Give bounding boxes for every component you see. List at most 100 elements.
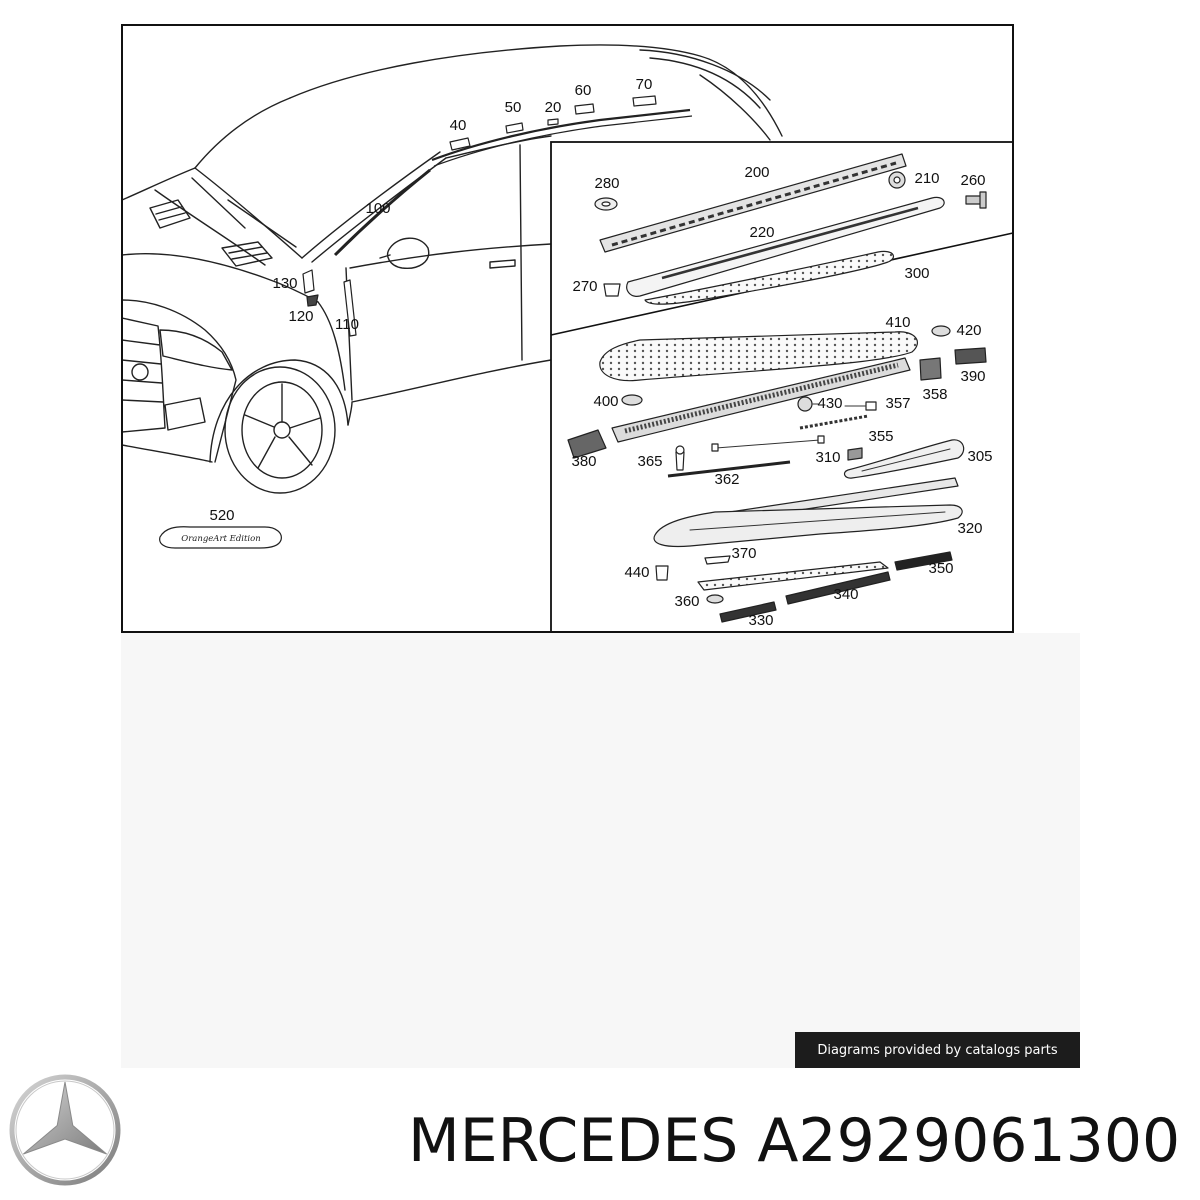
part-358 — [919, 357, 942, 381]
callout-label: 355 — [868, 428, 893, 445]
callout-label: 358 — [922, 386, 947, 403]
part-380 — [567, 429, 607, 459]
car-hood-front-contour — [122, 253, 319, 303]
part-440 — [655, 565, 669, 581]
part-20 — [547, 118, 559, 126]
car-wheel-spokes — [244, 383, 321, 469]
car-fog-lamp — [164, 397, 206, 431]
part-320-stripe — [689, 511, 946, 531]
part-305 — [843, 439, 965, 479]
car-hood-edge — [122, 167, 196, 201]
callout-label: 300 — [904, 265, 929, 282]
callout-label: 260 — [960, 172, 985, 189]
car-rear-window-line — [699, 74, 771, 141]
part-310 — [847, 447, 863, 461]
part-430 — [797, 396, 813, 412]
part-420 — [931, 325, 951, 337]
callout-label: 120 — [288, 308, 313, 325]
car-side-mirror — [379, 237, 430, 269]
callout-label: 365 — [637, 453, 662, 470]
part-number: A2929061300 — [757, 1106, 1181, 1176]
car-roof-line — [289, 44, 783, 137]
part-step-pad — [697, 561, 889, 591]
car-wipers — [191, 177, 297, 248]
callout-label: 440 — [624, 564, 649, 581]
part-60 — [574, 103, 595, 115]
callout-label: 100 — [365, 200, 390, 217]
part-340 — [785, 571, 891, 605]
part-330 — [719, 601, 777, 623]
callout-label: 310 — [815, 449, 840, 466]
emblem-lettering: OrangeArt Edition — [181, 534, 260, 544]
callout-label: 305 — [967, 448, 992, 465]
callout-label: 210 — [914, 170, 939, 187]
callout-label: 50 — [505, 99, 522, 116]
callout-label: 360 — [674, 593, 699, 610]
part-120 — [306, 294, 319, 307]
car-b-pillar — [519, 144, 523, 361]
part-320 — [653, 504, 963, 548]
part-mounting-rail-teeth — [624, 362, 899, 434]
car-front-emblem — [131, 363, 149, 381]
callout-label: 350 — [928, 560, 953, 577]
car-wheel-arch — [209, 359, 349, 463]
part-400 — [621, 394, 643, 406]
part-365-head — [675, 445, 685, 455]
callout-label: 40 — [450, 117, 467, 134]
callout-label: 340 — [833, 586, 858, 603]
callout-label: 410 — [885, 314, 910, 331]
mercedes-star-icon — [9, 1074, 121, 1186]
part-roof-rail-inner — [433, 115, 693, 167]
part-wire-connector-right — [817, 435, 825, 444]
part-50 — [505, 122, 524, 134]
part-40 — [449, 137, 471, 151]
brand-name: MERCEDES — [408, 1106, 739, 1176]
car-fender-line — [317, 301, 346, 391]
part-357 — [865, 401, 877, 411]
part-300 — [644, 250, 895, 305]
inset-upper-parts — [594, 153, 987, 305]
part-210-center — [893, 176, 901, 184]
car-grille — [122, 317, 166, 433]
part-100 — [333, 168, 431, 257]
part-wire-connector-left — [711, 443, 719, 452]
callout-label: 520 — [209, 507, 234, 524]
callout-label: 110 — [335, 316, 359, 333]
car-front-rim — [241, 381, 323, 479]
part-350 — [894, 551, 953, 571]
callout-label: 220 — [749, 224, 774, 241]
credit-badge: Diagrams provided by catalogs parts — [795, 1032, 1080, 1068]
credit-text: Diagrams provided by catalogs parts — [817, 1042, 1058, 1058]
inset-lower-parts — [567, 325, 987, 623]
callout-label: 130 — [272, 275, 297, 292]
diagram-frame-border — [121, 24, 1014, 633]
car-windshield-top-edge — [194, 97, 291, 169]
part-365 — [675, 451, 685, 471]
car-front-bumper — [122, 299, 237, 463]
part-70 — [632, 95, 657, 107]
callout-labels: 70 60 50 20 40 100 130 120 110 520 280 2… — [209, 76, 992, 629]
callout-label: 370 — [731, 545, 756, 562]
callout-label: 270 — [572, 278, 597, 295]
part-410 — [599, 331, 918, 382]
callout-label: 362 — [714, 471, 739, 488]
callout-label: 330 — [748, 612, 773, 629]
logo-inner-ring — [15, 1080, 115, 1180]
part-260 — [965, 191, 987, 209]
part-130 — [302, 269, 315, 294]
callout-label: 400 — [593, 393, 618, 410]
part-362 — [667, 460, 791, 478]
car-hood-crease — [154, 189, 266, 266]
callout-label: 60 — [575, 82, 592, 99]
car-headlight — [159, 329, 233, 371]
part-305-stripe — [861, 448, 951, 472]
car-door-handle — [489, 259, 516, 269]
logo-outer-ring — [9, 1074, 121, 1186]
callout-label: 390 — [960, 368, 985, 385]
part-270 — [603, 283, 621, 297]
callout-label: 320 — [957, 520, 982, 537]
callout-label: 357 — [885, 395, 910, 412]
callout-label: 420 — [956, 322, 981, 339]
car-spoiler — [639, 49, 771, 109]
